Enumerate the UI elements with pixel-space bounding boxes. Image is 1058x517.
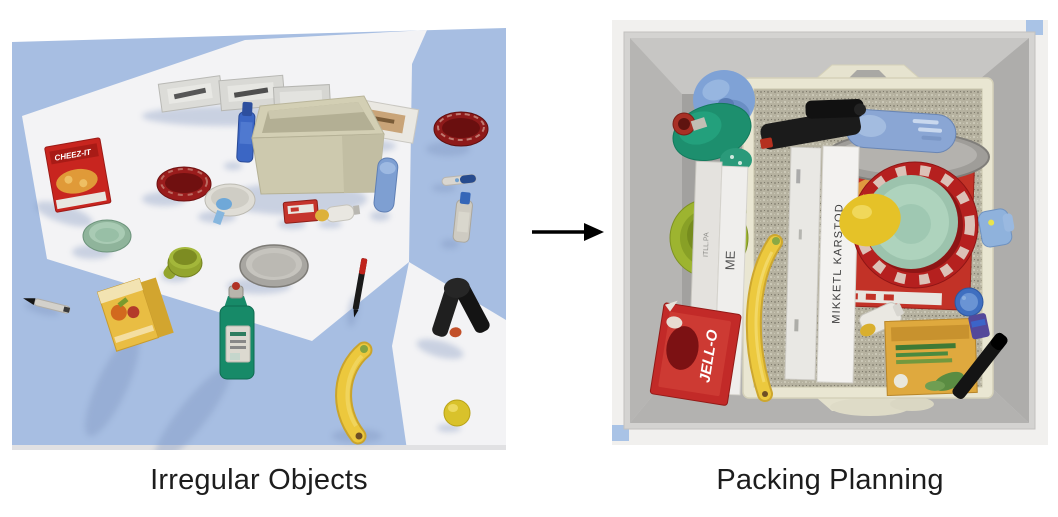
storage-bin: [251, 95, 385, 195]
detergent-bottle: [219, 282, 255, 380]
purple-lighter: [968, 313, 990, 340]
left-caption: Irregular Objects: [150, 464, 368, 496]
floor-tile-corner: [1026, 20, 1043, 35]
white-box-label: ME: [722, 250, 738, 270]
packing-planning-scene: MIKKETL KARSTOD: [612, 20, 1048, 445]
transform-arrow: [529, 220, 607, 244]
packing-planning-image: MIKKETL KARSTOD: [612, 20, 1048, 445]
toothbrush: [441, 174, 477, 186]
blue-cup: [978, 208, 1015, 248]
glue-bottle: [452, 191, 473, 243]
irregular-objects-scene: CHEEZ-IT: [12, 16, 506, 450]
banana: [335, 341, 373, 445]
gray-pan: [239, 244, 309, 288]
jello-box: JELL-O: [649, 300, 742, 406]
blue-shoe: [373, 157, 399, 213]
spring-clamp-top: [760, 99, 867, 150]
blue-shoe-top: [845, 109, 957, 154]
white-box-side-label: ITLL.PA: [703, 232, 711, 257]
green-bowl: [82, 219, 132, 253]
red-bowl: [156, 166, 212, 202]
blue-bottle-cap: [954, 287, 984, 317]
black-marker: [23, 298, 71, 314]
cheezit-box: CHEEZ-IT: [44, 137, 112, 213]
spring-clamp: [432, 277, 490, 338]
white-bowl: [204, 183, 256, 225]
red-black-pen: [352, 258, 368, 318]
black-marker-packed: [952, 332, 1008, 399]
olive-mug: [163, 247, 203, 280]
knife-box: [218, 74, 286, 112]
right-arrow-icon: [532, 223, 604, 241]
lemon: [443, 399, 471, 427]
red-bowl: [433, 111, 489, 147]
floor-cut-edge: [12, 445, 506, 450]
mustard-bottle: [315, 204, 361, 223]
knife-box-label: MIKKETL KARSTOD: [830, 203, 845, 324]
right-caption: Packing Planning: [716, 464, 944, 496]
blue-sponge: [216, 198, 232, 210]
mustard-packed: [859, 302, 904, 337]
irregular-objects-image: CHEEZ-IT: [12, 16, 506, 450]
blue-water-bottle: [236, 101, 256, 163]
small-red-box: [282, 199, 320, 224]
red-bowl-stack: [839, 161, 979, 289]
lemon-packed: [839, 193, 901, 247]
banana-packed: [745, 234, 783, 402]
knife-boxes-packed: MIKKETL KARSTOD: [784, 145, 860, 384]
knife-box: [157, 75, 225, 113]
juice-box: [96, 277, 174, 352]
